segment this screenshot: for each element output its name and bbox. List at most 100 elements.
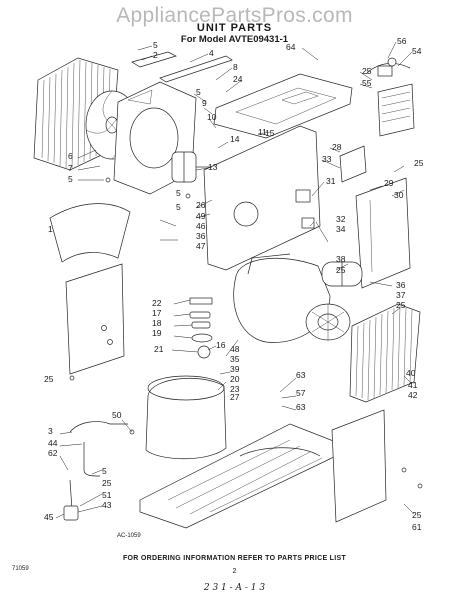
callout-number: 42 <box>408 390 418 400</box>
callout-number: 64 <box>286 42 296 52</box>
callout-number: 15 <box>265 128 275 138</box>
callout-number: 49 <box>196 211 206 221</box>
callout-number: 1 <box>48 224 53 234</box>
callout-number: 5 <box>176 202 181 212</box>
callout-number: 14 <box>230 134 240 144</box>
callout-number: 25 <box>396 300 406 310</box>
top-bracket <box>131 51 177 68</box>
callout-number: 25 <box>44 374 54 384</box>
callout-number: 48 <box>230 344 240 354</box>
callout-number: 32 <box>336 214 346 224</box>
page-title: UNIT PARTS <box>196 22 273 34</box>
callout-number: 5 <box>102 466 107 476</box>
callout-number: 20 <box>230 374 240 384</box>
callout-number: 30 <box>394 190 404 200</box>
callout-number: 62 <box>48 448 58 458</box>
callout-number: 46 <box>196 221 206 231</box>
blower-wheel <box>305 303 351 341</box>
thermostat <box>365 57 411 77</box>
callout-number: 50 <box>112 410 122 420</box>
callout-number: 34 <box>336 224 346 234</box>
callout-number: 13 <box>208 162 218 172</box>
callout-number: 17 <box>152 308 162 318</box>
callout-number: 36 <box>396 280 406 290</box>
callout-number: 10 <box>207 112 217 122</box>
callout-number: 19 <box>152 328 162 338</box>
blower-motor <box>321 261 363 287</box>
refrigerant-tubing <box>69 421 128 477</box>
model-line: For Model AVTE09431-1 <box>180 34 289 45</box>
upper-divider-panel <box>213 73 353 139</box>
callout-number: 5 <box>196 87 201 97</box>
callout-number: 28 <box>332 142 342 152</box>
callout-number: 41 <box>408 380 418 390</box>
callout-number: 38 <box>336 254 346 264</box>
callout-number: 25 <box>336 265 346 275</box>
callout-number: 51 <box>102 490 112 500</box>
callout-number: 33 <box>322 154 332 164</box>
callout-number: 3 <box>48 426 53 436</box>
handwritten-note: 2 3 1 - A - 1 3 <box>203 583 266 593</box>
callout-number: 31 <box>326 176 336 186</box>
callout-number: 63 <box>296 402 306 412</box>
callout-number: 16 <box>216 340 226 350</box>
callout-number: 54 <box>412 46 422 56</box>
callout-number: 44 <box>48 438 58 448</box>
left-side-panel <box>65 263 125 375</box>
callout-number: 18 <box>152 318 162 328</box>
callout-number: 43 <box>102 500 112 510</box>
partition-panel <box>203 125 321 271</box>
callout-number: 63 <box>296 370 306 380</box>
callout-number: 21 <box>154 344 164 354</box>
rear-panel <box>331 409 387 523</box>
fan-motor <box>171 151 212 183</box>
callout-number: 61 <box>412 522 422 532</box>
callout-number: 27 <box>230 392 240 402</box>
callout-number: 4 <box>209 48 214 58</box>
callout-number: 5 <box>176 188 181 198</box>
leader-lines <box>55 41 415 519</box>
callout-number: 36 <box>196 231 206 241</box>
screws <box>69 177 423 489</box>
watermark: AppliancePartsPros.com <box>116 4 353 27</box>
corner-code: 71059 <box>12 566 29 572</box>
callout-number: 8 <box>233 62 238 72</box>
callout-number: 7 <box>68 163 73 173</box>
compressor <box>145 375 227 460</box>
callout-number: 5 <box>153 40 158 50</box>
capacitor <box>63 479 79 521</box>
page-number: 2 <box>232 568 237 575</box>
callout-number: 35 <box>230 354 240 364</box>
callout-number: 22 <box>152 298 162 308</box>
support-bar <box>159 55 233 83</box>
callout-number: 25 <box>362 66 372 76</box>
drawing-code: AC-1059 <box>117 533 141 539</box>
callout-number: 23 <box>230 384 240 394</box>
callout-number: 24 <box>233 74 243 84</box>
callout-number: 39 <box>230 364 240 374</box>
callout-number: 56 <box>397 36 407 46</box>
callout-number: 26 <box>196 200 206 210</box>
ordering-instruction: FOR ORDERING INFORMATION REFER TO PARTS … <box>122 555 347 562</box>
callout-number: 11 <box>258 127 267 137</box>
evaporator-coil <box>349 303 421 403</box>
callout-number: 47 <box>196 241 206 251</box>
callout-number: 37 <box>396 290 406 300</box>
callout-number: 9 <box>202 98 207 108</box>
control-switch <box>377 83 415 137</box>
callout-number: 29 <box>384 178 394 188</box>
callout-number: 40 <box>406 368 416 378</box>
callout-number: 25 <box>414 158 424 168</box>
callout-number: 25 <box>412 510 422 520</box>
small-parts-stack <box>189 297 213 359</box>
side-bracket <box>339 145 411 289</box>
callout-number: 55 <box>362 78 372 88</box>
curved-shroud <box>49 203 131 263</box>
callout-number: 5 <box>68 174 73 184</box>
callout-number: 2 <box>153 50 158 60</box>
callout-number: 45 <box>44 512 54 522</box>
callout-number: 57 <box>296 388 306 398</box>
